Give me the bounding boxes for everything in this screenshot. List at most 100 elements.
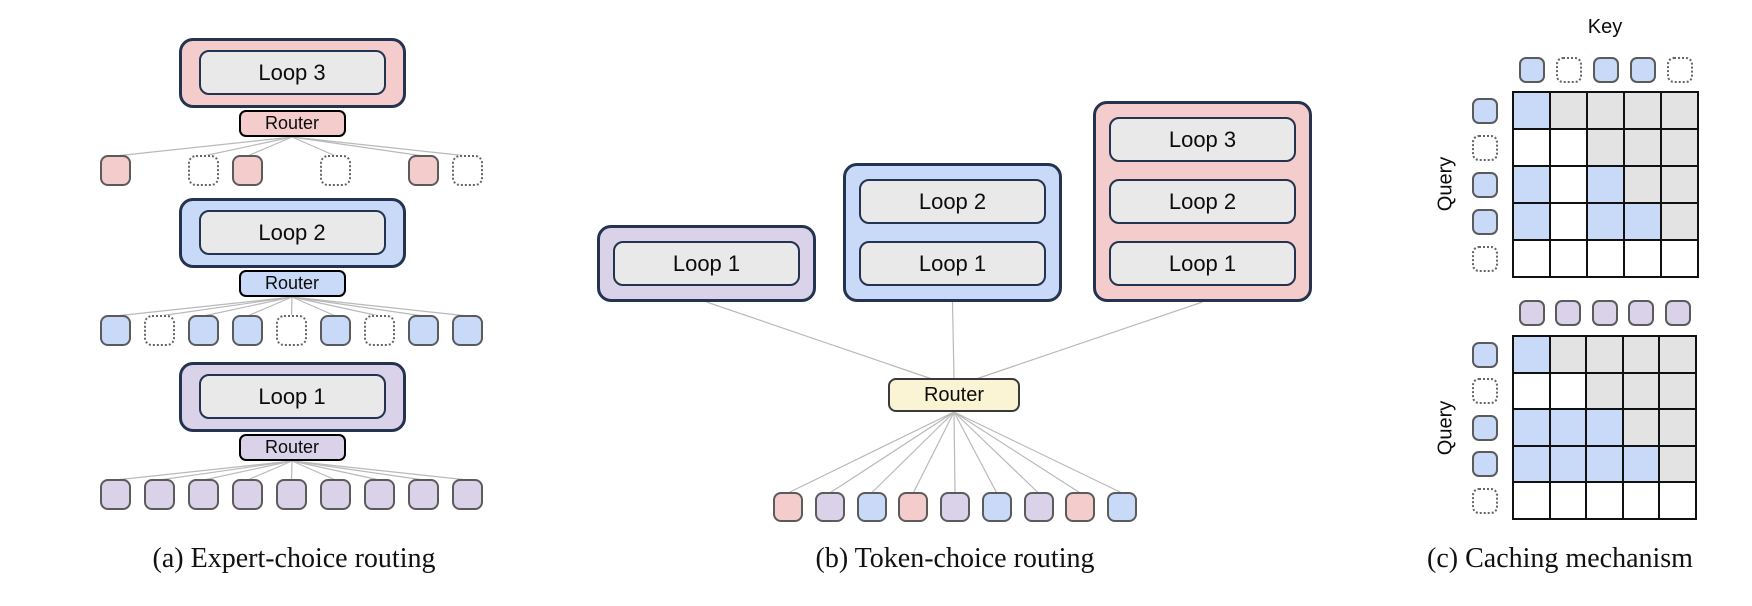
connector-line [291, 460, 424, 481]
token-5-purple [940, 492, 970, 522]
attention-cell-r4c1-blue [1513, 445, 1550, 482]
router-stage-1: Router [238, 434, 346, 461]
token-stage3-pos6-skipped [320, 155, 351, 186]
connector-line [291, 296, 424, 317]
connector-line [159, 296, 293, 317]
token-1-pink [773, 492, 803, 522]
connector-line [115, 136, 293, 157]
expert-2-loop-label-box: Loop 1 [859, 241, 1046, 286]
connector-line [953, 411, 1123, 494]
key-token-1-purple [1518, 300, 1545, 326]
attention-cell-r3c2-blue [1549, 409, 1586, 446]
token-6-blue [981, 492, 1012, 522]
token-8-pink [1065, 492, 1096, 522]
attention-cell-r1c3-gray [1587, 92, 1624, 129]
token-stage3-pos8-selected [408, 155, 439, 186]
attention-cell-r1c2-gray [1550, 92, 1587, 129]
attention-cell-r1c4-gray [1622, 336, 1659, 373]
attention-cell-r1c4-gray [1624, 92, 1661, 129]
key-token-3-purple [1591, 300, 1618, 326]
token-stage2-pos3-selected [188, 315, 219, 346]
query-token-3-blue [1472, 172, 1498, 198]
connector-line [787, 411, 955, 494]
loop-label-box: Loop 3 [198, 50, 386, 95]
connector-line [291, 296, 380, 317]
token-stage1-pos7-selected [364, 479, 395, 510]
query-token-1-blue [1472, 98, 1498, 124]
attention-cell-r4c1-blue [1513, 203, 1550, 240]
connector-line [975, 301, 1203, 380]
attention-cell-r3c5-gray [1661, 166, 1698, 203]
query-token-4-blue [1472, 451, 1498, 478]
attention-cell-r5c3-white [1586, 482, 1623, 519]
token-stage1-pos8-selected [408, 479, 439, 510]
token-stage2-pos5-skipped [276, 315, 307, 346]
caption-a: (a) Expert-choice routing [152, 543, 436, 574]
attention-cell-r4c4-blue [1624, 203, 1661, 240]
connector-line [203, 296, 293, 317]
connector-line [115, 296, 293, 317]
token-stage1-pos9-selected [452, 479, 483, 510]
attention-cell-r3c1-blue [1513, 166, 1550, 203]
expert-3-loop-label-box: Loop 3 [1109, 117, 1296, 162]
attention-cell-r4c3-blue [1587, 203, 1624, 240]
token-2-purple [814, 492, 845, 522]
attention-cell-r5c4-white [1622, 482, 1659, 519]
connector-line [247, 136, 293, 157]
attention-cell-r2c1-white [1513, 129, 1550, 166]
token-stage3-pos3-skipped [188, 155, 219, 186]
attention-cell-r1c5-gray [1659, 336, 1696, 373]
attention-cell-r5c2-white [1550, 240, 1587, 277]
attention-cell-r5c3-white [1587, 240, 1624, 277]
attention-cell-r4c4-blue [1622, 445, 1659, 482]
loop-label-box: Loop 2 [198, 210, 386, 255]
expert-1-loop-label-box: Loop 1 [613, 241, 800, 286]
attention-cell-r2c4-gray [1624, 129, 1661, 166]
key-token-1-blue [1519, 57, 1545, 83]
token-stage1-pos3-selected [188, 479, 219, 510]
query-token-3-blue [1472, 414, 1498, 441]
attention-cell-r5c5-white [1659, 482, 1696, 519]
attention-cell-r2c3-gray [1587, 129, 1624, 166]
key-token-3-blue [1593, 57, 1619, 83]
connector-line [706, 301, 933, 380]
attention-cell-r1c3-gray [1586, 336, 1623, 373]
attention-cell-r3c1-blue [1513, 409, 1550, 446]
connector-line [912, 411, 955, 494]
connector-line [291, 136, 468, 157]
connector-line [290, 296, 293, 317]
attention-cell-r4c5-gray [1659, 445, 1696, 482]
attention-cell-r3c4-gray [1624, 166, 1661, 203]
attention-cell-r4c5-gray [1661, 203, 1698, 240]
query-token-5-dotted [1472, 487, 1498, 514]
connector-line [291, 136, 424, 157]
connector-line [203, 460, 293, 481]
attention-cell-r1c2-gray [1549, 336, 1586, 373]
token-stage2-pos2-skipped [144, 315, 175, 346]
attention-cell-r3c5-gray [1659, 409, 1696, 446]
connector-line [951, 301, 955, 380]
token-9-blue [1107, 492, 1137, 522]
attention-cell-r5c1-white [1513, 240, 1550, 277]
token-stage3-pos9-skipped [452, 155, 483, 186]
key-token-4-purple [1628, 300, 1655, 326]
loop-label-box: Loop 1 [198, 374, 386, 419]
token-4-pink [898, 492, 929, 522]
expert-3-loop-label-box: Loop 2 [1109, 179, 1296, 224]
attention-cell-r3c3-blue [1586, 409, 1623, 446]
key-token-5-purple [1664, 300, 1691, 326]
expert-2-loop-label-box: Loop 2 [859, 179, 1046, 224]
query-axis-label-bottom: Query [1434, 400, 1457, 456]
attention-cell-r2c5-gray [1661, 129, 1698, 166]
router-stage-2: Router [238, 270, 346, 297]
connector-line [953, 411, 1081, 494]
token-3-blue [856, 492, 887, 522]
router-token-choice: Router [888, 378, 1020, 412]
attention-grid-top [1512, 91, 1699, 278]
attention-cell-r5c5-white [1661, 240, 1698, 277]
connector-line [291, 460, 468, 481]
connector-line [115, 460, 293, 481]
connector-line [290, 460, 293, 481]
